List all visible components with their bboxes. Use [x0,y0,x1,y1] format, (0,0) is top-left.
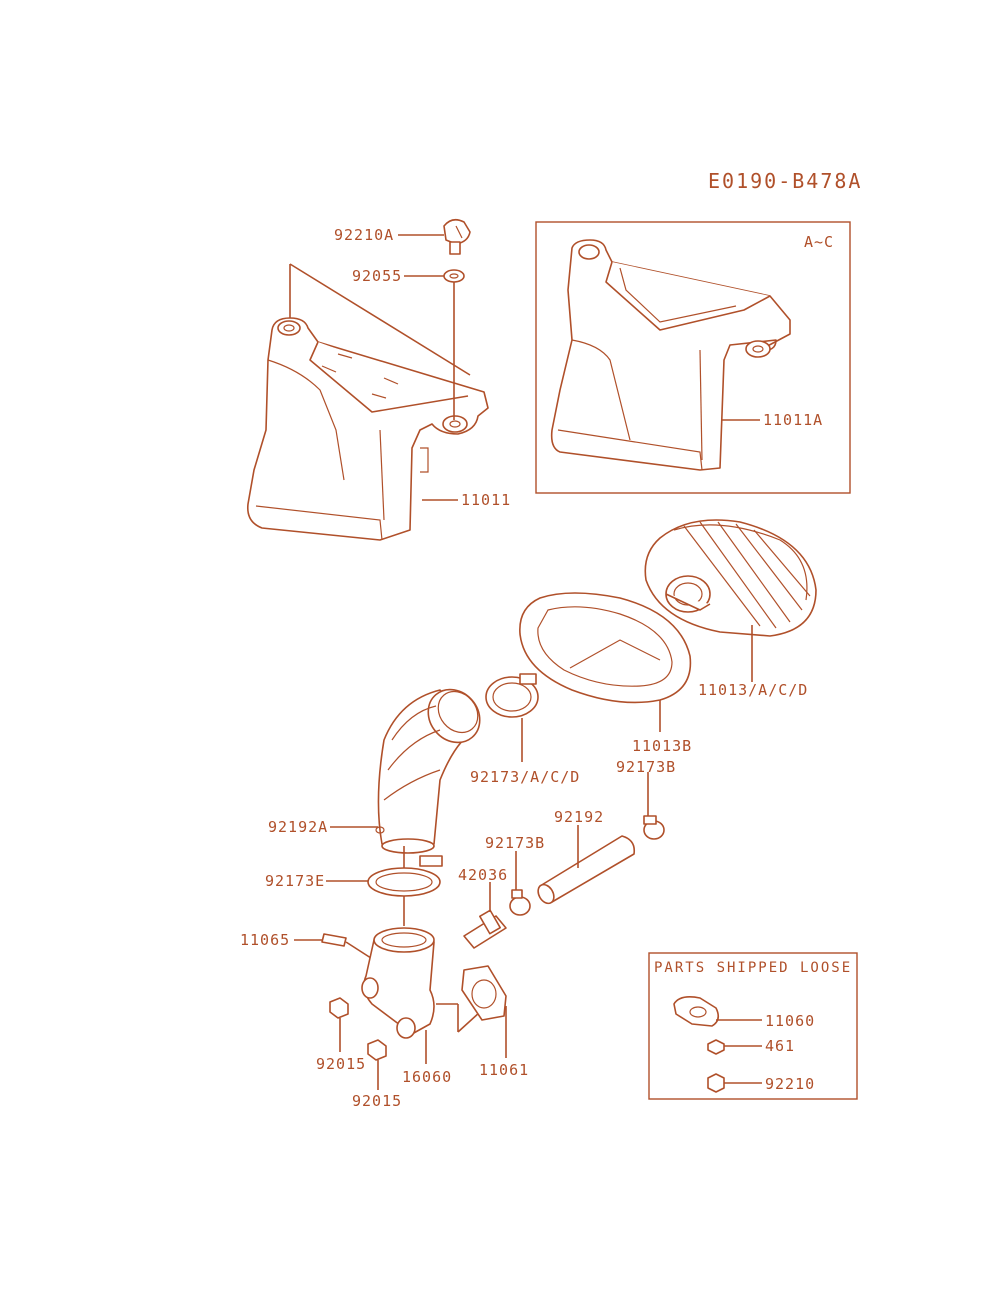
label-92210: 92210 [765,1075,815,1093]
inset-box [535,221,851,494]
hose-clamp-lower-small [509,889,531,916]
air-cleaner-cover [246,317,489,541]
hose-clamp-92173E [367,855,443,897]
air-filter-element [644,519,817,637]
washer-92055 [443,269,465,283]
label-92055: 92055 [352,267,402,285]
label-11065: 11065 [240,931,290,949]
nut-92210 [707,1073,725,1093]
pin-11065 [321,933,347,947]
nut-92015-b [367,1039,387,1061]
loose-parts-box [648,952,858,1100]
label-92173B-upper: 92173B [616,758,676,776]
label-11011: 11011 [461,491,511,509]
washer-461 [707,1039,725,1055]
pre-cleaner [519,592,692,704]
inset-label: A~C [804,233,834,251]
label-11060: 11060 [765,1012,815,1030]
label-92192A: 92192A [268,818,328,836]
label-11011A: 11011A [763,411,823,429]
label-92015-a: 92015 [316,1055,366,1073]
label-92192: 92192 [554,808,604,826]
label-461: 461 [765,1037,795,1055]
label-11013B: 11013B [632,737,692,755]
label-92015-b: 92015 [352,1092,402,1110]
loose-parts-title: PARTS SHIPPED LOOSE [654,960,852,976]
label-92173B-lower: 92173B [485,834,545,852]
label-11061: 11061 [479,1061,529,1079]
label-92173E: 92173E [265,872,325,890]
elbow-duct [375,688,481,854]
label-16060: 16060 [402,1068,452,1086]
label-11013ACD: 11013/A/C/D [698,681,808,699]
hose-clamp-upper-small [643,815,665,840]
wing-nut-92210A [443,218,471,255]
gasket-11060 [673,996,720,1027]
air-cleaner-cover-inset [550,239,791,471]
hose-clamp-upper [485,673,539,718]
gasket-11061 [461,965,507,1021]
breather-hose [537,835,636,905]
label-92173ACD: 92173/A/C/D [470,768,580,786]
label-92210A: 92210A [334,226,394,244]
fitting-42036 [463,909,507,949]
nut-92015-a [329,997,349,1019]
label-42036: 42036 [458,866,508,884]
diagram-code: E0190-B478A [708,169,862,193]
intake-pipe [361,927,435,1039]
